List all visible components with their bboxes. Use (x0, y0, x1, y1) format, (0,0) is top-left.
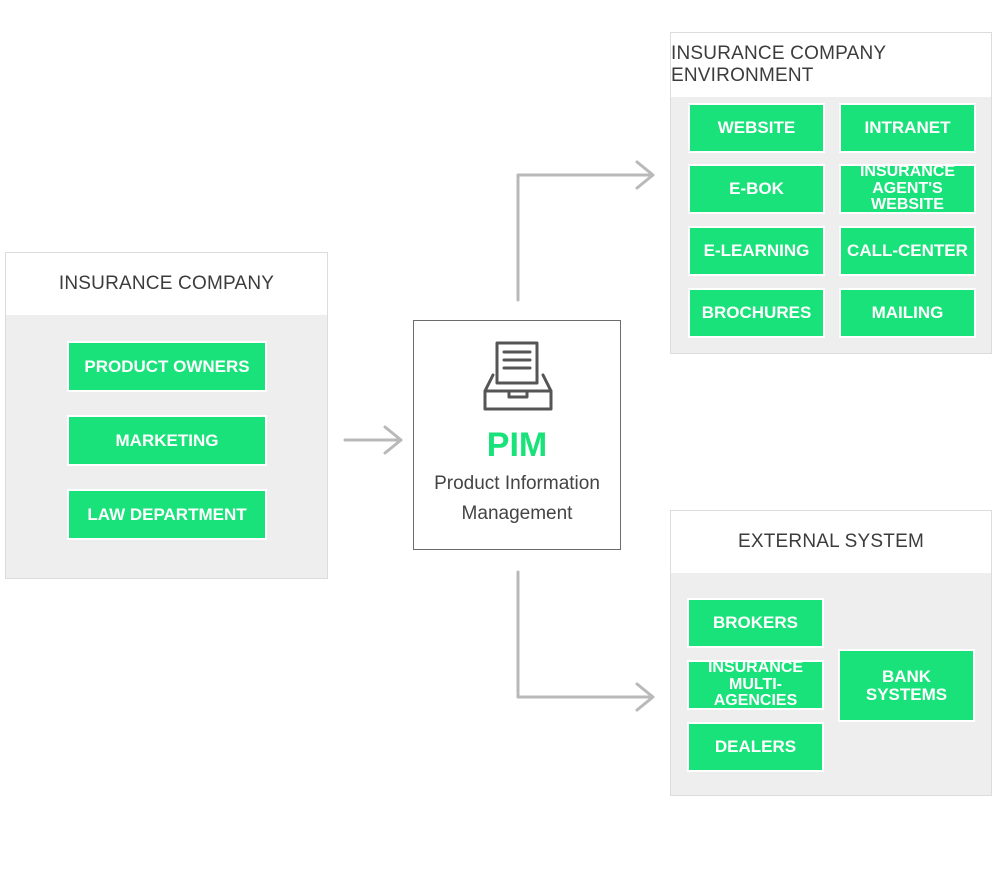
arrow-pim-to-environment (516, 160, 655, 302)
brokers-box: BROKERS (689, 600, 822, 646)
law-department-box: LAW DEPARTMENT (69, 491, 265, 538)
environment-panel: INSURANCE COMPANY ENVIRONMENT WEBSITE IN… (670, 32, 992, 354)
insurance-company-panel: INSURANCE COMPANY PRODUCT OWNERS MARKETI… (5, 252, 328, 579)
pim-box: PIM Product Information Management (413, 320, 621, 550)
e-learning-box: E-LEARNING (690, 228, 823, 274)
inbox-tray-documents-icon (483, 341, 553, 411)
intranet-box: INTRANET (841, 105, 974, 151)
pim-title: PIM (486, 426, 548, 464)
pim-subtitle: Product Information Management (434, 473, 600, 524)
dealers-box: DEALERS (689, 724, 822, 770)
arrow-company-to-pim (343, 425, 403, 455)
external-system-panel: EXTERNAL SYSTEM BROKERS INSURANCE MULTI-… (670, 510, 992, 796)
external-system-title: EXTERNAL SYSTEM (671, 511, 991, 573)
mailing-box: MAILING (841, 290, 974, 336)
agents-website-box: INSURANCE AGENT'S WEBSITE (841, 163, 974, 213)
arrow-pim-to-external (516, 570, 655, 712)
environment-title: INSURANCE COMPANY ENVIRONMENT (671, 33, 991, 97)
call-center-box: CALL-CENTER (841, 228, 974, 274)
product-owners-box: PRODUCT OWNERS (69, 343, 265, 390)
bank-systems-box: BANK SYSTEMS (840, 651, 973, 720)
brochures-box: BROCHURES (690, 290, 823, 336)
marketing-box: MARKETING (69, 417, 265, 464)
e-bok-box: E-BOK (690, 166, 823, 212)
website-box: WEBSITE (690, 105, 823, 151)
insurance-company-title: INSURANCE COMPANY (6, 253, 327, 315)
multi-agencies-box: INSURANCE MULTI-AGENCIES (689, 659, 822, 709)
